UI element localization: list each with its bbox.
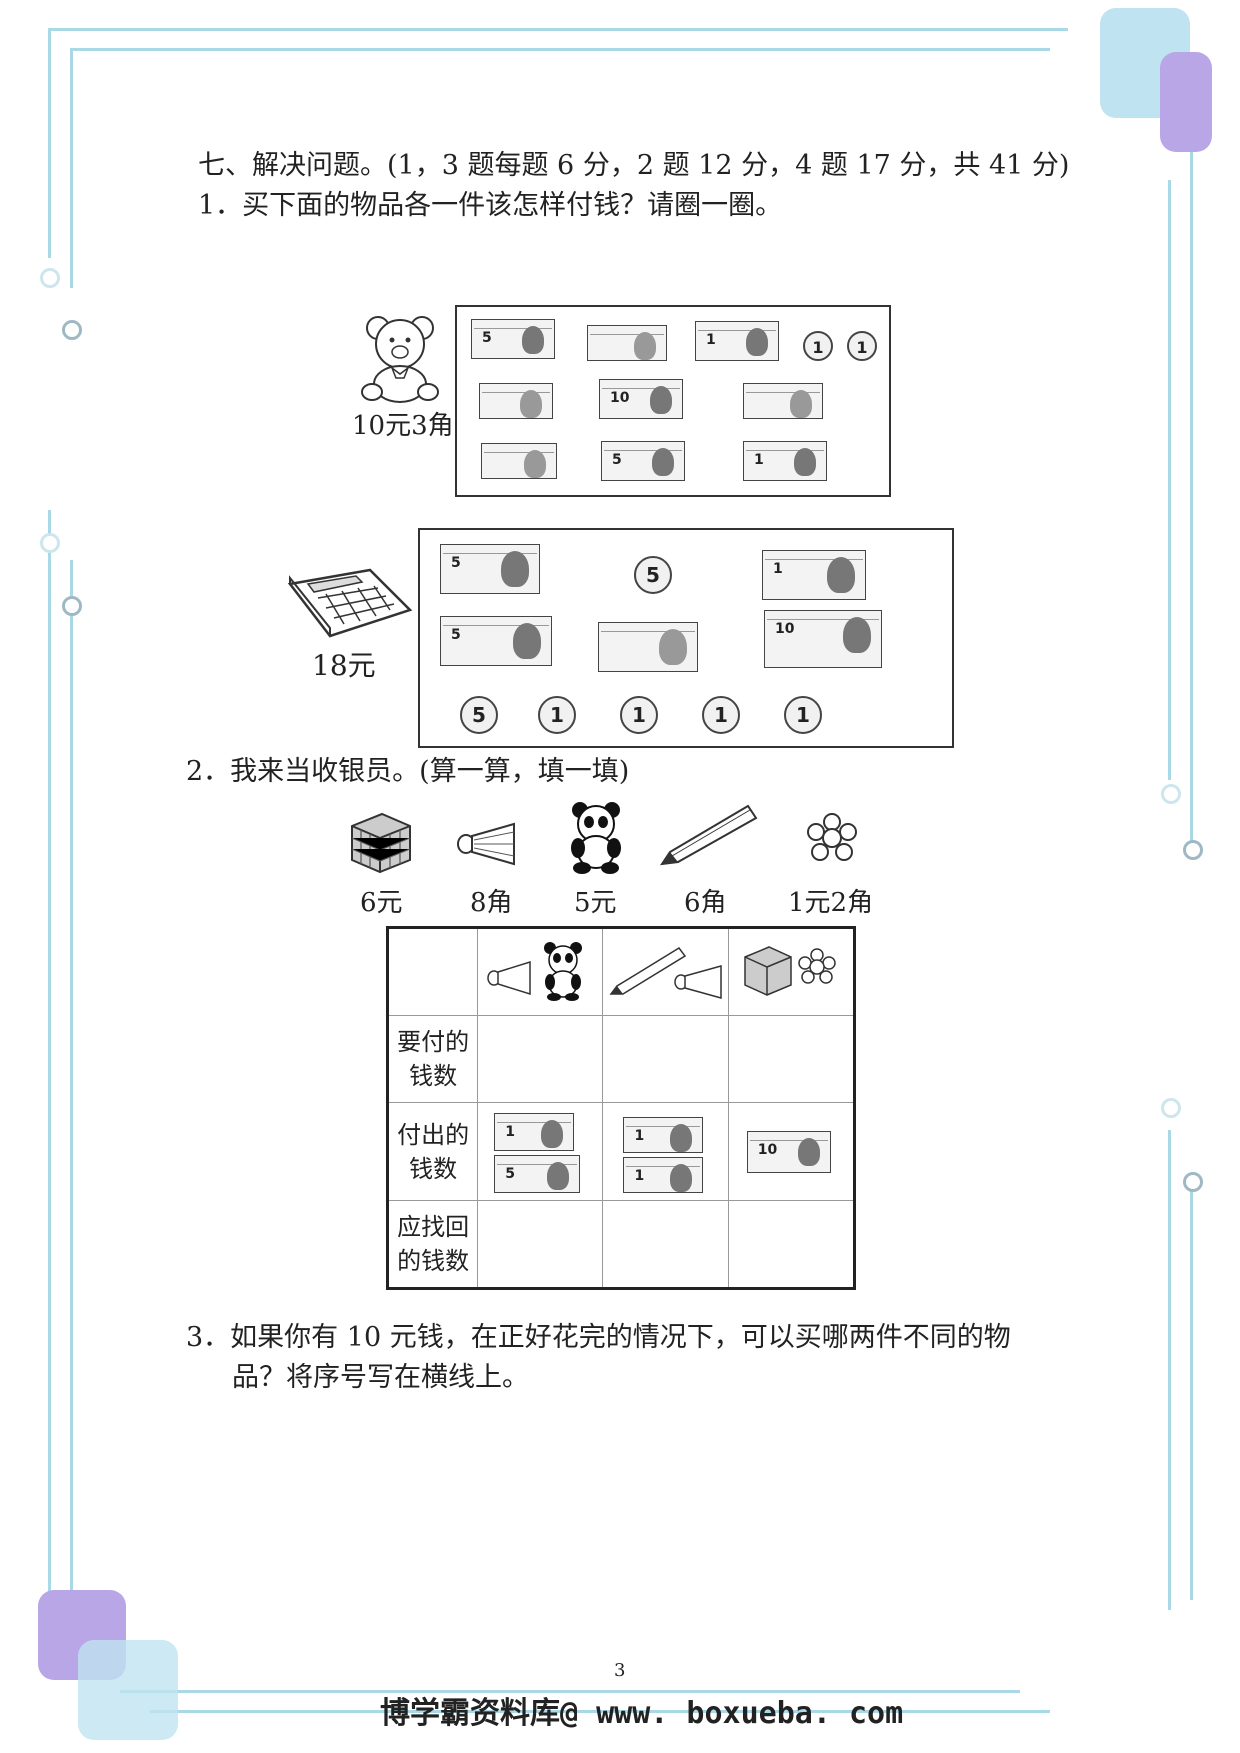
answer-cell-pay-2[interactable] [602, 1014, 729, 1104]
banknote-1-yuan: 1 [623, 1156, 704, 1193]
coin-5[interactable]: 5 [634, 556, 672, 594]
pencil-icon [656, 800, 760, 874]
banknote-5-yuan[interactable]: 5 [601, 441, 685, 481]
page-number: 3 [614, 1660, 626, 1681]
row-label-paid: 付出的 钱数 [386, 1102, 479, 1202]
section-title: 七、解决问题。(1，3 题每题 6 分，2 题 12 分，4 题 17 分，共 … [198, 150, 1070, 181]
rubik-cube-icon [348, 808, 414, 878]
table-header-row [386, 927, 856, 1016]
table-row-change: 应找回 的钱数 [386, 1200, 856, 1289]
footer-watermark: 博学霸资料库@ www. boxueba. com [380, 1696, 904, 1731]
money-box-teddy: 5 1 1 1 10 5 1 [455, 305, 891, 497]
coin-5[interactable]: 5 [460, 696, 498, 734]
teddy-bear-price: 10元3角 [352, 411, 454, 441]
combo-cube-flower [727, 927, 856, 1016]
banknote-1-yuan: 1 [623, 1116, 704, 1153]
panda-icon [566, 800, 626, 878]
combo-cube-flower-icons [744, 946, 836, 996]
table-corner-cell [386, 927, 479, 1016]
table-row-paid: 付出的 钱数 1 5 1 1 10 [386, 1102, 856, 1202]
row-label-line: 应找回 [397, 1213, 470, 1242]
money-box-calculator: 5 5 1 5 10 5 1 1 1 1 [418, 528, 954, 748]
coin-1[interactable]: 1 [784, 696, 822, 734]
combo-shuttlecock-panda [477, 927, 604, 1016]
row-label-line: 钱数 [409, 1154, 458, 1183]
banknote-1-yuan[interactable]: 1 [695, 321, 779, 361]
coin-1[interactable]: 1 [538, 696, 576, 734]
coin-1[interactable]: 1 [702, 696, 740, 734]
question-3-text-line2: 品？将序号写在横线上。 [232, 1362, 529, 1393]
banknote-5-yuan: 5 [494, 1154, 581, 1193]
table-row-pay: 要付的 钱数 [386, 1014, 856, 1104]
combo-pencil-shuttlecock [602, 927, 729, 1016]
calculator-icon [286, 566, 414, 644]
banknote-5-yuan[interactable]: 5 [471, 319, 555, 359]
banknote-jiao[interactable] [481, 443, 557, 479]
cashier-table: 要付的 钱数 付出的 钱数 1 5 1 1 10 [386, 926, 856, 1290]
banknote-1-yuan[interactable]: 1 [743, 441, 827, 481]
paid-cell-1: 1 5 [477, 1102, 604, 1202]
shuttlecock-icon [456, 818, 518, 872]
banknote-jiao[interactable] [743, 383, 823, 419]
answer-cell-pay-1[interactable] [477, 1014, 604, 1104]
combo-pencil-shuttlecock-icons [609, 946, 722, 999]
question-3-text-line1: 3．如果你有 10 元钱，在正好花完的情况下，可以买哪两件不同的物 [186, 1322, 1011, 1353]
paid-cell-2: 1 1 [602, 1102, 729, 1202]
question-2-text: 2．我来当收银员。(算一算，填一填) [186, 756, 630, 787]
paid-cell-3: 10 [727, 1102, 856, 1202]
calculator-price: 18元 [312, 649, 376, 682]
row-label-change: 应找回 的钱数 [386, 1200, 479, 1289]
answer-cell-pay-3[interactable] [727, 1014, 856, 1104]
row-label-line: 钱数 [409, 1062, 458, 1091]
banknote-jiao[interactable] [479, 383, 553, 419]
combo-shuttlecock-panda-icons [487, 941, 583, 1001]
coin-1[interactable]: 1 [847, 331, 877, 361]
answer-cell-change-3[interactable] [727, 1200, 856, 1289]
answer-cell-change-2[interactable] [602, 1200, 729, 1289]
banknote-jiao[interactable] [598, 622, 698, 672]
banknote-10-yuan[interactable]: 10 [764, 610, 882, 668]
coin-1[interactable]: 1 [803, 331, 833, 361]
row-label-line: 要付的 [397, 1028, 470, 1057]
banknote-10-yuan[interactable]: 10 [599, 379, 683, 419]
row-label-pay: 要付的 钱数 [386, 1014, 479, 1104]
banknote-10-yuan: 10 [746, 1130, 831, 1173]
banknote-jiao[interactable] [587, 325, 667, 361]
coin-1[interactable]: 1 [620, 696, 658, 734]
pencil-price: 6角 [684, 888, 727, 918]
rubik-cube-price: 6元 [360, 888, 403, 918]
flower-icon [806, 812, 858, 868]
panda-price: 5元 [574, 888, 617, 918]
banknote-1-yuan[interactable]: 1 [762, 550, 866, 600]
flower-price: 1元2角 [788, 888, 874, 918]
teddy-bear-icon [360, 312, 440, 408]
row-label-line: 付出的 [397, 1120, 470, 1149]
answer-cell-change-1[interactable] [477, 1200, 604, 1289]
banknote-5-yuan[interactable]: 5 [440, 616, 552, 666]
question-1-text: 1．买下面的物品各一件该怎样付钱？请圈一圈。 [198, 190, 783, 221]
banknote-5-yuan[interactable]: 5 [440, 544, 540, 594]
row-label-line: 的钱数 [397, 1247, 470, 1276]
shuttlecock-price: 8角 [470, 888, 513, 918]
banknote-1-yuan: 1 [494, 1112, 575, 1151]
